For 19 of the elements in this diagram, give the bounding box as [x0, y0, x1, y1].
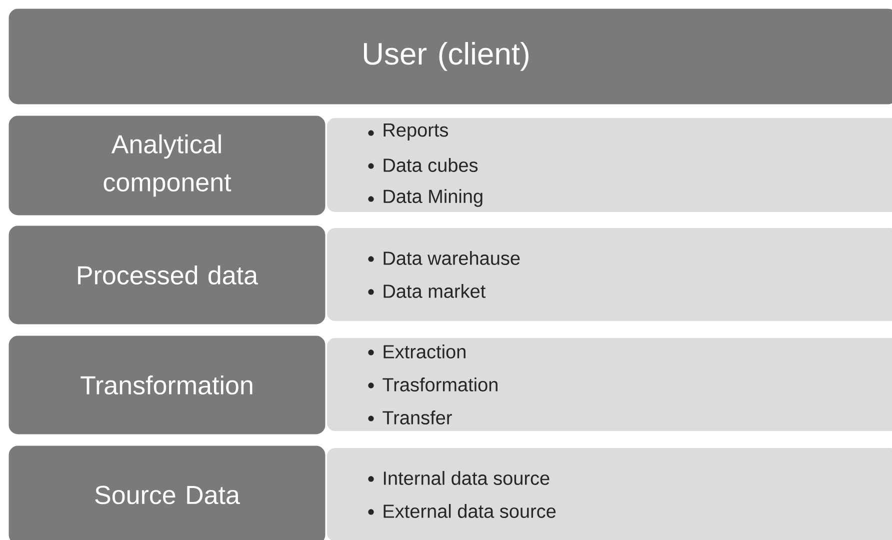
list-panel	[327, 228, 892, 321]
list-panel	[327, 118, 892, 212]
list-item: External data source	[384, 504, 556, 518]
list-panel	[327, 448, 892, 540]
list-item: Extraction	[384, 344, 466, 358]
list-item: Trasformation	[382, 378, 498, 392]
list-item: Transfer	[382, 410, 452, 424]
layer-box: Processed data	[7, 224, 327, 326]
list-item: Reports	[384, 124, 448, 140]
list-item: Data warehause	[384, 251, 520, 265]
layer-box: Transformation	[7, 334, 327, 436]
list-item: Data cubes	[384, 158, 478, 172]
title-bar: User (client)	[7, 7, 892, 106]
list-panel	[327, 338, 892, 431]
layer-box: Source Data	[7, 444, 327, 540]
list-item: Data market	[384, 284, 486, 298]
list-item: Data Mining	[384, 189, 482, 207]
list-item: Internal data source	[384, 471, 550, 485]
layer-box: Analytical component	[7, 114, 327, 217]
